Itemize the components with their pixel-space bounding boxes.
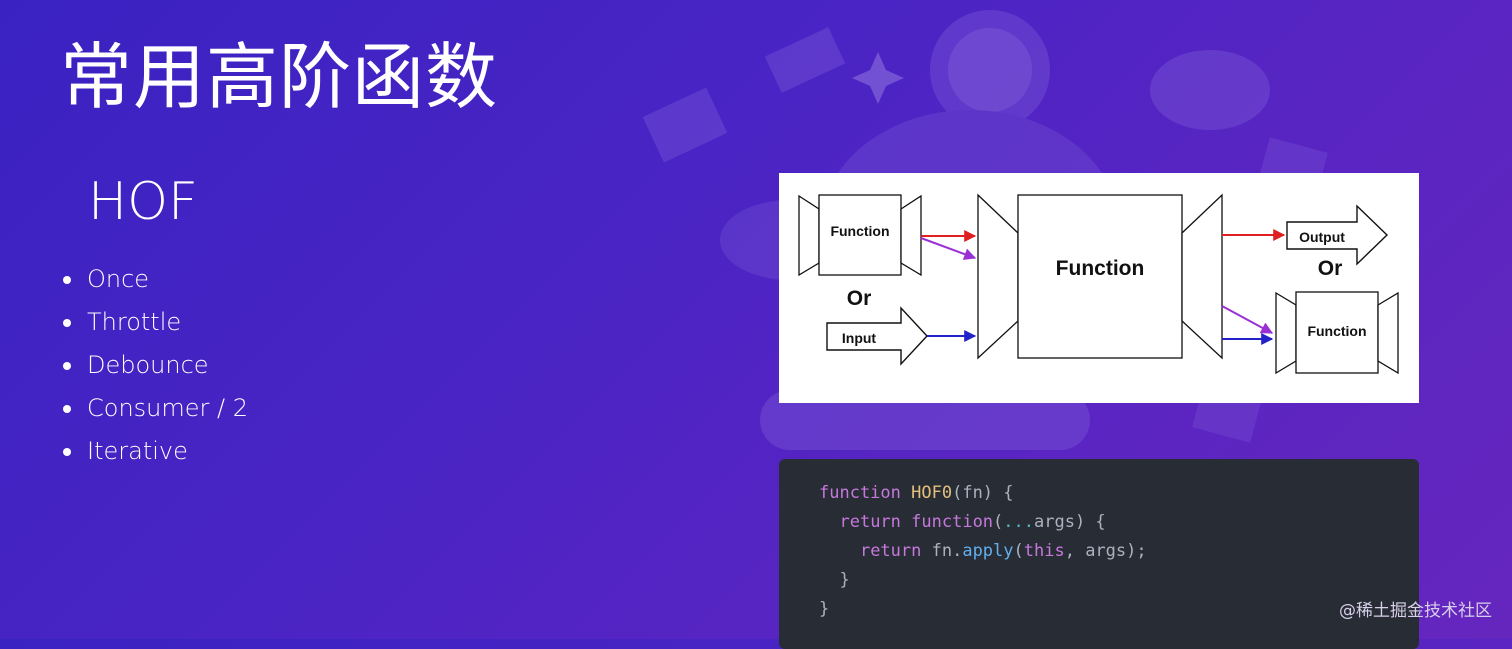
code-line: return fn.apply(this, args);	[859, 541, 1147, 561]
slide-title: 常用高阶函数	[60, 35, 499, 119]
output-function-block: Function	[1275, 291, 1399, 375]
code-line: function HOF0(fn) {	[819, 483, 1014, 503]
list-item: Iterative	[60, 430, 248, 473]
purple-arrow	[920, 237, 977, 260]
input-function-block: Function	[798, 194, 922, 277]
purple-output-arrow	[1221, 305, 1274, 334]
list-item: Consumer / 2	[60, 387, 248, 430]
center-function-block: Function	[977, 193, 1223, 360]
hof-diagram: Function Or Input Function Output Or Fun…	[779, 173, 1419, 403]
list-item: Debounce	[60, 344, 248, 387]
output-label: Output	[1299, 229, 1345, 245]
slide-subtitle: HOF	[88, 172, 198, 232]
or-label-right: Or	[1318, 257, 1343, 280]
or-label-left: Or	[847, 287, 872, 310]
code-block: function HOF0(fn) { return function(...a…	[779, 459, 1419, 649]
code-line: }	[819, 570, 850, 590]
input-label: Input	[842, 330, 877, 346]
output-function-label: Function	[1307, 323, 1366, 339]
list-item: Throttle	[60, 301, 248, 344]
code-line: }	[819, 599, 830, 619]
center-function-label: Function	[1056, 257, 1145, 280]
code-line: return function(...args) {	[839, 512, 1106, 532]
input-arrow: Input	[826, 306, 928, 366]
hof-list: Once Throttle Debounce Consumer / 2 Iter…	[60, 258, 248, 473]
watermark: @稀土掘金技术社区	[1339, 601, 1492, 621]
list-item: Once	[60, 258, 248, 301]
output-arrow: Output	[1286, 204, 1389, 266]
input-function-label: Function	[830, 223, 889, 239]
